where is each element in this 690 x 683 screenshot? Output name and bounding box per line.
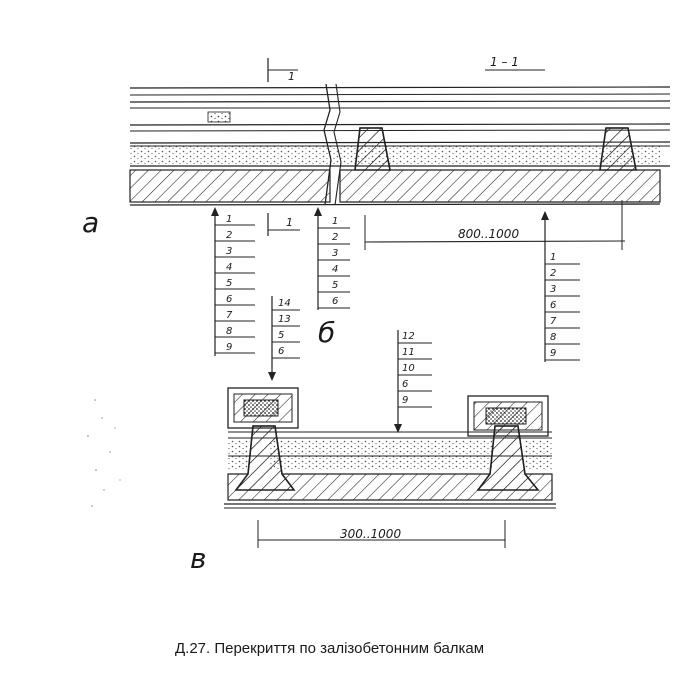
section-a [129, 58, 671, 236]
callout-column-a [211, 207, 255, 356]
callout-r-2: 2 [550, 268, 556, 279]
callout-r-1: 1 [550, 252, 556, 263]
section-v [224, 387, 556, 548]
callout-b-3: 3 [332, 248, 338, 259]
callout-r-7: 9 [550, 348, 556, 359]
figure-caption: Д.27. Перекриття по залізобетонним балка… [175, 640, 485, 657]
callout-v-1: 12 [402, 331, 415, 342]
callout-b-6: 6 [332, 296, 338, 307]
callout-r-6: 8 [550, 332, 556, 343]
callout-v-2: 11 [402, 347, 415, 358]
section-mark-top: 1 [288, 70, 295, 83]
callout-a-9: 9 [226, 342, 232, 353]
section-mark-bottom: 1 [286, 216, 293, 229]
callout-column-right [541, 211, 580, 362]
callout-a-8: 8 [226, 326, 232, 337]
callout-v-4: 6 [402, 379, 408, 390]
callout-r-4: 6 [550, 300, 556, 311]
callout-m-2: 13 [278, 314, 291, 325]
scan-speckles [87, 399, 121, 507]
callout-r-3: 3 [550, 284, 556, 295]
callout-r-5: 7 [550, 316, 557, 327]
dimension-top-value: 800..1000 [458, 227, 519, 241]
callout-a-6: 6 [226, 294, 232, 305]
section-title: 1 – 1 [490, 55, 519, 69]
callout-b-4: 4 [332, 264, 338, 275]
callout-a-3: 3 [226, 246, 232, 257]
part-a-label: а [82, 206, 99, 239]
callout-m-1: 14 [278, 298, 291, 309]
callout-a-7: 7 [226, 310, 233, 321]
dimension-bottom-value: 300..1000 [340, 527, 401, 541]
callout-b-2: 2 [332, 232, 338, 243]
callout-a-4: 4 [226, 262, 232, 273]
callout-column-mid [268, 296, 300, 381]
callout-v-5: 9 [402, 395, 408, 406]
part-v-label: в [190, 542, 207, 575]
callout-m-4: 6 [278, 346, 284, 357]
callout-v-3: 10 [402, 363, 415, 374]
callout-b-5: 5 [332, 280, 338, 291]
callout-m-3: 5 [278, 330, 284, 341]
callout-b-1: 1 [332, 216, 338, 227]
part-b-label: б [318, 316, 335, 349]
callout-column-b [314, 207, 350, 310]
callout-a-5: 5 [226, 278, 232, 289]
callout-a-2: 2 [226, 230, 232, 241]
dimension-top [364, 200, 626, 250]
callout-a-1: 1 [226, 214, 232, 225]
callout-column-v [394, 330, 432, 433]
